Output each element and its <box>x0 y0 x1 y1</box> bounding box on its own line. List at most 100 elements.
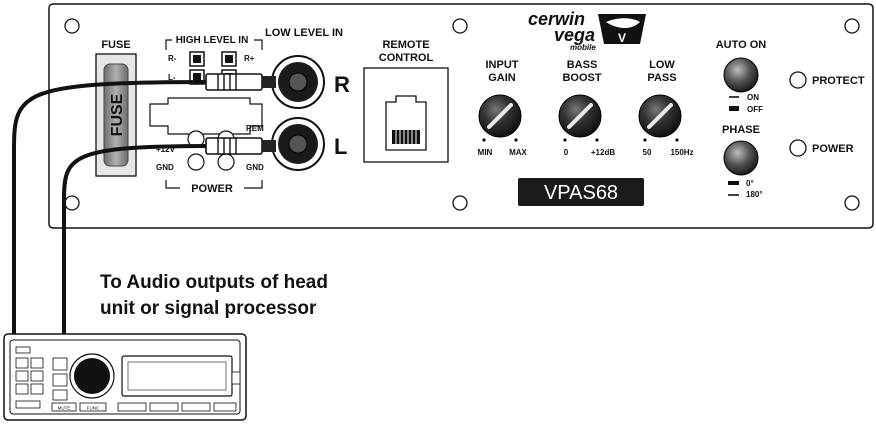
bass-boost-label: BASS <box>567 59 598 71</box>
head-unit-button[interactable] <box>30 383 44 395</box>
head-unit-button[interactable] <box>15 370 29 382</box>
head-unit-button[interactable] <box>181 402 211 412</box>
screw-hole-icon <box>64 18 80 34</box>
head-unit-button[interactable] <box>30 357 44 369</box>
high-level-pin-label: R+ <box>244 54 255 63</box>
head-unit-button[interactable] <box>52 389 68 401</box>
rca-left-label: L <box>334 134 347 159</box>
caption-line-2: unit or signal processor <box>100 298 317 319</box>
head-unit-button[interactable] <box>117 402 147 412</box>
bass-boost-label: BOOST <box>562 72 601 84</box>
head-unit-button[interactable] <box>213 402 237 412</box>
protect-led-icon <box>789 71 807 89</box>
model-badge <box>518 178 644 206</box>
high-level-pin-label: R- <box>168 54 177 63</box>
head-unit-button-label: FUNC <box>87 406 100 411</box>
auto-on-title: AUTO ON <box>716 39 767 51</box>
rca-jack-right-core <box>288 72 308 92</box>
bass-boost-max: +12dB <box>591 148 615 157</box>
phase-title: PHASE <box>722 124 760 136</box>
fuse-body-text: FUSE <box>109 93 126 136</box>
screw-hole-icon <box>844 18 860 34</box>
brand-line1: cerwin <box>528 9 585 29</box>
power-pin-label: REM <box>246 124 264 133</box>
power-led-icon <box>789 139 807 157</box>
head-unit-button[interactable] <box>15 400 41 409</box>
bass-boost-min: 0 <box>564 148 569 157</box>
brand-line3: mobile <box>570 43 596 52</box>
power-led-label: POWER <box>812 143 854 155</box>
power-pin-label: GND <box>246 163 264 172</box>
phase-180-label: 180° <box>746 190 763 199</box>
power-title: POWER <box>191 183 233 195</box>
auto-on-button[interactable] <box>723 57 759 93</box>
head-unit-button[interactable] <box>30 370 44 382</box>
low-level-in-title: LOW LEVEL IN <box>265 27 343 39</box>
phase-button[interactable] <box>723 140 759 176</box>
input-gain-control: INPUT GAIN MIN MAX <box>478 59 528 157</box>
head-unit-button[interactable] <box>149 402 179 412</box>
high-level-in-title: HIGH LEVEL IN <box>176 35 249 46</box>
remote-control-title: CONTROL <box>379 52 434 64</box>
bass-boost-control: BASS BOOST 0 +12dB <box>558 59 615 157</box>
low-pass-min: 50 <box>643 148 652 157</box>
head-unit-button[interactable] <box>15 357 29 369</box>
input-gain-label: INPUT <box>486 59 519 71</box>
input-gain-max: MAX <box>509 148 527 157</box>
fuse-icon[interactable] <box>103 63 129 167</box>
amplifier-panel <box>48 3 874 229</box>
screw-hole-icon <box>452 195 468 211</box>
power-terminal-icon[interactable] <box>217 153 235 171</box>
high-level-pin-label: L- <box>168 73 176 82</box>
rca-jack-left-core <box>288 134 308 154</box>
high-level-terminal[interactable] <box>193 55 201 63</box>
head-unit-button[interactable] <box>79 402 107 412</box>
fuse-title: FUSE <box>101 39 130 51</box>
screw-hole-icon <box>452 18 468 34</box>
head-unit-button[interactable] <box>52 373 68 387</box>
rca-cable-left <box>62 137 276 334</box>
rca-plug-left <box>205 137 263 155</box>
screw-hole-icon <box>844 195 860 211</box>
head-unit-button[interactable] <box>51 402 77 412</box>
input-gain-label: GAIN <box>488 72 516 84</box>
head-unit-button[interactable] <box>52 357 68 371</box>
low-pass-max: 150Hz <box>670 148 693 157</box>
power-connector-housing <box>149 97 263 135</box>
low-pass-label: PASS <box>647 72 676 84</box>
high-level-terminal[interactable] <box>193 73 201 81</box>
caption-line-1: To Audio outputs of head <box>100 272 328 293</box>
power-bracket <box>244 180 263 189</box>
wiring-caption: To Audio outputs of head unit or signal … <box>100 270 400 322</box>
head-unit-slot <box>15 346 31 354</box>
low-pass-label: LOW <box>649 59 675 71</box>
rca-cable-right <box>12 73 276 334</box>
head-unit-button-label: MUTE <box>58 406 71 411</box>
auto-on-on-label: ON <box>747 93 759 102</box>
power-terminal-icon[interactable] <box>187 153 205 171</box>
high-level-bracket <box>165 39 172 50</box>
rj-jack-icon[interactable] <box>385 95 427 151</box>
head-unit-button[interactable] <box>15 383 29 395</box>
brand-line2: vega <box>554 25 595 45</box>
head-unit: MUTE FUNC <box>3 333 247 421</box>
screw-hole-icon <box>64 195 80 211</box>
input-gain-min: MIN <box>478 148 493 157</box>
low-pass-control: LOW PASS 50 150Hz <box>638 59 694 157</box>
mounting-holes <box>64 18 860 211</box>
high-level-terminal[interactable] <box>225 55 233 63</box>
auto-on-off-label: OFF <box>747 105 763 114</box>
power-bracket <box>165 180 180 189</box>
protect-led-label: PROTECT <box>812 75 865 87</box>
phase-0-label: 0° <box>746 179 754 188</box>
remote-control-title: REMOTE <box>382 39 429 51</box>
power-pin-label: GND <box>156 163 174 172</box>
high-level-bracket <box>254 39 263 50</box>
power-pin-label: +12V <box>156 145 176 154</box>
rca-right-label: R <box>334 72 350 97</box>
rca-plug-right <box>205 73 263 91</box>
brand-logo-mark: V <box>618 31 626 45</box>
model-name: VPAS68 <box>544 182 618 204</box>
cerwin-vega-logo: cerwin vega mobile V <box>528 9 646 52</box>
